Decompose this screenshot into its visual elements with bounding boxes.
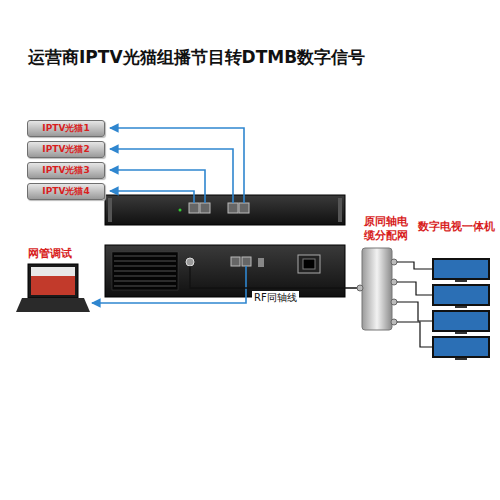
diagram-title: 运营商IPTV光猫组播节目转DTMB数字信号 bbox=[28, 46, 365, 69]
modem-label: IPTV光猫3 bbox=[42, 164, 89, 177]
tv-set bbox=[432, 258, 490, 360]
modem-label: IPTV光猫2 bbox=[42, 143, 89, 156]
node-label: 数字电视一体机 bbox=[418, 220, 498, 234]
tv-label: 数字电视一体机 bbox=[418, 220, 498, 234]
modem-box: IPTV光猫2 bbox=[27, 141, 105, 158]
tv-cable bbox=[397, 262, 432, 347]
device-front bbox=[105, 195, 345, 225]
modem-box: IPTV光猫1 bbox=[27, 120, 105, 137]
laptop-label: 网管调试 bbox=[28, 247, 88, 261]
modem-box: IPTV光猫4 bbox=[27, 183, 105, 200]
modem-label: IPTV光猫1 bbox=[42, 122, 89, 135]
splitter bbox=[357, 248, 397, 330]
modem-box: IPTV光猫3 bbox=[27, 162, 105, 179]
rf-cable bbox=[190, 266, 358, 288]
splitter-label: 原同轴电缆分配网 bbox=[364, 215, 412, 244]
device-rear bbox=[105, 245, 345, 297]
node-label: 原同轴电缆分配网 bbox=[364, 215, 412, 244]
cable-label: RF同轴线 bbox=[252, 291, 299, 305]
laptop bbox=[16, 264, 90, 312]
node-label: 网管调试 bbox=[28, 247, 88, 261]
modem-label: IPTV光猫4 bbox=[42, 185, 89, 198]
network-cable bbox=[92, 128, 246, 303]
